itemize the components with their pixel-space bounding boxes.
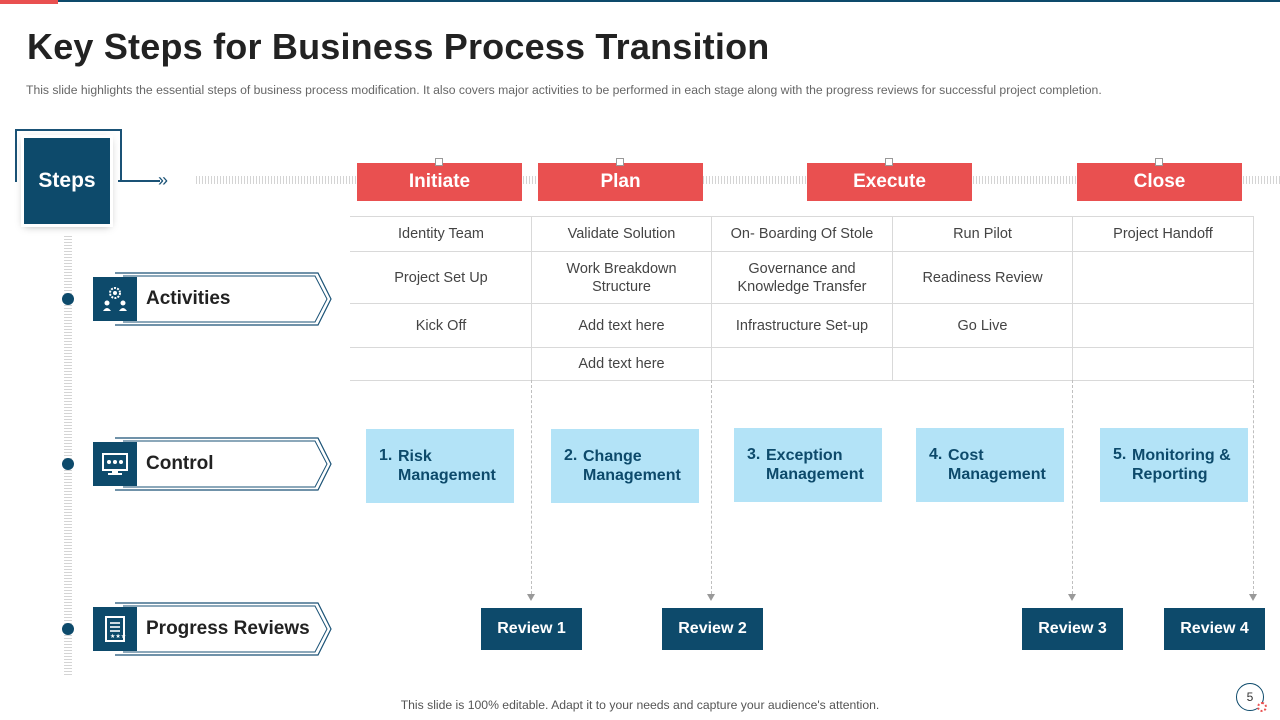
review-connector-line xyxy=(1253,380,1254,594)
team-gear-icon xyxy=(93,277,137,321)
top-accent-bar xyxy=(0,0,58,4)
table-line xyxy=(350,303,1254,304)
control-label: Monitoring & Reporting xyxy=(1132,447,1231,483)
arrow-down-icon xyxy=(527,594,535,601)
control-panel-icon xyxy=(93,442,137,486)
stage-execute: Execute xyxy=(807,158,972,201)
stage-label: Initiate xyxy=(408,171,471,192)
stage-close: Close xyxy=(1077,158,1242,201)
table-column-line xyxy=(1072,216,1073,380)
control-label: Risk Management xyxy=(398,448,496,484)
activity-cell: Run Pilot xyxy=(953,226,1012,242)
row-label-frame xyxy=(115,602,332,656)
footer-note: This slide is 100% editable. Adapt it to… xyxy=(400,698,880,712)
activity-cell: Identity Team xyxy=(398,226,484,242)
arrow-down-icon xyxy=(707,594,715,601)
table-line xyxy=(350,251,1254,252)
activity-cell: Readiness Review xyxy=(922,269,1043,286)
table-line xyxy=(350,216,1254,217)
activity-cell: Go Live xyxy=(957,317,1008,334)
document-review-icon: ★★★ xyxy=(93,607,137,651)
rows-dotted-line xyxy=(64,236,72,676)
top-border-line xyxy=(0,0,1280,2)
row-label-text: Activities xyxy=(146,288,231,309)
activity-cell: Add text here xyxy=(578,317,665,334)
control-number: 1. xyxy=(379,447,393,464)
control-number: 3. xyxy=(747,446,761,463)
review-connector-line xyxy=(531,380,532,594)
row-dot-control xyxy=(62,458,74,470)
page-number: 5 xyxy=(1236,683,1264,711)
row-dot-activities xyxy=(62,293,74,305)
row-label-text: Control xyxy=(146,453,214,474)
steps-connector-line xyxy=(118,180,160,182)
activity-cell: Kick Off xyxy=(415,317,467,334)
row-label-progress-reviews: ★★★ Progress Reviews xyxy=(93,602,333,656)
control-label: Change Management xyxy=(583,448,681,484)
table-column-line xyxy=(711,216,712,380)
control-box-monitoring: 5. Monitoring & Reporting xyxy=(1100,428,1248,502)
page-subtitle: This slide highlights the essential step… xyxy=(26,83,1102,97)
review-box-2: Review 2 xyxy=(662,608,763,650)
control-number: 2. xyxy=(564,447,578,464)
svg-text:★★★: ★★★ xyxy=(110,633,126,640)
activity-cell: Project Handoff xyxy=(1113,226,1213,242)
control-box-change: 2. Change Management xyxy=(551,429,699,503)
review-connector-line xyxy=(711,380,712,594)
activity-cell: Add text here xyxy=(578,356,665,372)
row-label-activities: Activities xyxy=(93,272,333,326)
row-label-text: Progress Reviews xyxy=(146,618,310,639)
control-box-cost: 4. Cost Management xyxy=(916,428,1064,502)
stage-plan: Plan xyxy=(538,158,703,201)
activity-cell: Validate Solution xyxy=(567,226,676,242)
control-label: Exception Management xyxy=(766,447,864,483)
activity-cell: Work Breakdown Structure xyxy=(566,260,677,295)
control-number: 4. xyxy=(929,446,943,463)
activity-cell: Governance and Knowledge Transfer xyxy=(737,260,867,295)
review-box-1: Review 1 xyxy=(481,608,582,650)
table-column-line xyxy=(1253,216,1254,380)
stage-connector-nub xyxy=(435,158,443,166)
review-connector-line xyxy=(1072,380,1073,594)
stage-connector-nub xyxy=(616,158,624,166)
control-label: Cost Management xyxy=(948,447,1046,483)
activity-cell: Infrastructure Set-up xyxy=(735,317,869,334)
double-chevron-right-icon: » xyxy=(158,170,169,190)
stage-label: Close xyxy=(1133,171,1186,192)
control-number: 5. xyxy=(1113,446,1127,463)
control-box-risk: 1. Risk Management xyxy=(366,429,514,503)
review-box-4: Review 4 xyxy=(1164,608,1265,650)
stage-connector-nub xyxy=(1155,158,1163,166)
table-column-line xyxy=(531,216,532,380)
review-box-3: Review 3 xyxy=(1022,608,1123,650)
steps-box: Steps xyxy=(24,138,110,224)
arrow-down-icon xyxy=(1249,594,1257,601)
row-label-control: Control xyxy=(93,437,333,491)
control-box-exception: 3. Exception Management xyxy=(734,428,882,502)
row-label-frame xyxy=(115,437,332,491)
arrow-down-icon xyxy=(1068,594,1076,601)
stage-label: Plan xyxy=(600,171,641,192)
page-title: Key Steps for Business Process Transitio… xyxy=(27,26,770,67)
stages-dotted-line xyxy=(196,176,1280,184)
steps-outline-frame xyxy=(15,129,122,182)
row-label-frame xyxy=(115,272,332,326)
stage-label: Execute xyxy=(853,171,926,192)
gear-icon xyxy=(1257,702,1267,712)
table-line xyxy=(350,380,1254,381)
activity-cell: On- Boarding Of Stole xyxy=(730,226,874,242)
activity-cell: Project Set Up xyxy=(394,269,488,286)
stage-connector-nub xyxy=(885,158,893,166)
row-dot-progress-reviews xyxy=(62,623,74,635)
stage-initiate: Initiate xyxy=(357,158,522,201)
table-line xyxy=(350,347,1254,348)
table-column-line xyxy=(892,216,893,380)
